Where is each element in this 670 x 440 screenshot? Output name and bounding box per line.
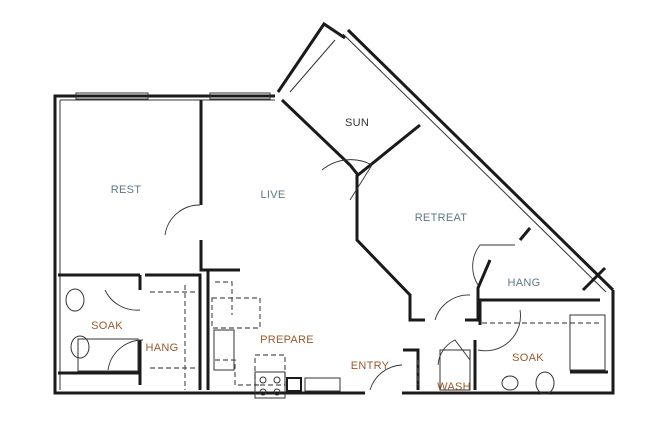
closet-shelves — [150, 285, 600, 390]
sun-room-walls — [276, 21, 421, 178]
room-label-rest: REST — [110, 184, 142, 196]
door-swings — [104, 159, 521, 391]
room-label-live: LIVE — [260, 189, 286, 201]
room-label-soak-left: SOAK — [91, 320, 123, 332]
bath-fixtures — [65, 288, 606, 395]
room-label-prepare: PREPARE — [260, 334, 314, 346]
room-label-sun: SUN — [344, 117, 370, 129]
kitchen-fixtures — [211, 281, 341, 399]
interior-walls — [58, 100, 608, 390]
room-label-entry: ENTRY — [350, 360, 390, 372]
room-label-hang-left: HANG — [145, 342, 179, 354]
room-label-wash: WASH — [437, 381, 471, 393]
room-label-retreat: RETREAT — [414, 212, 468, 224]
room-label-hang-right: HANG — [507, 277, 541, 289]
windows — [75, 92, 271, 100]
exterior-walls — [53, 28, 615, 395]
room-label-soak-right: SOAK — [512, 352, 544, 364]
